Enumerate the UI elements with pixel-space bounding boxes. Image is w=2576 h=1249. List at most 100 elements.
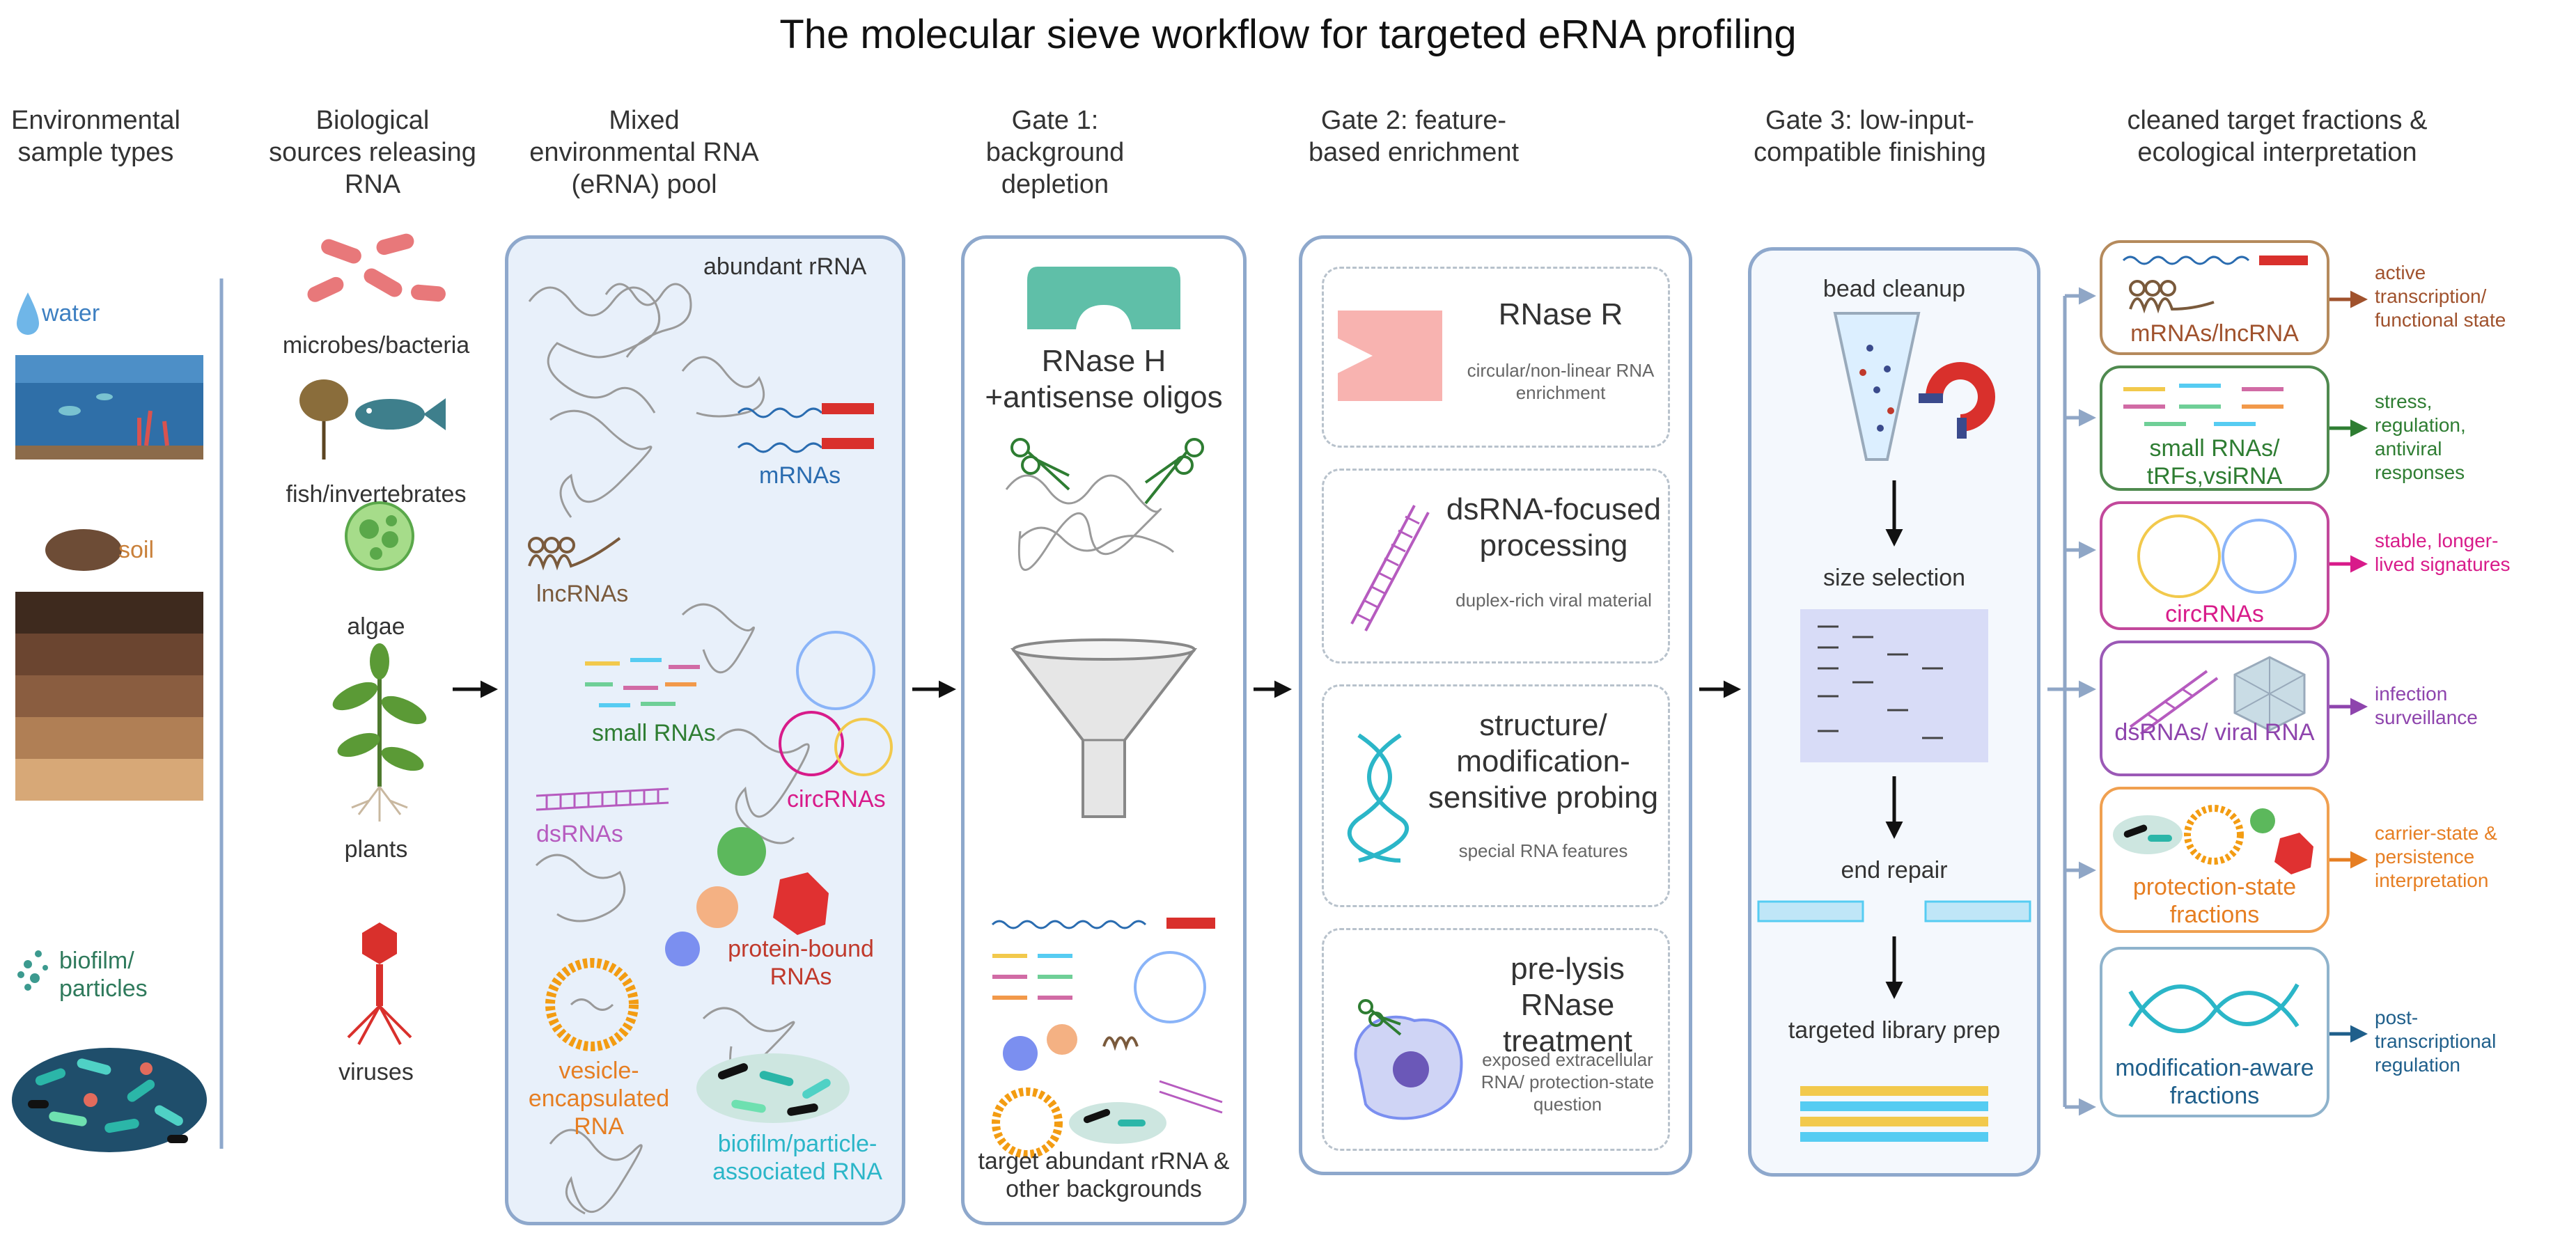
header-gate2: Gate 2: feature-based enrichment [1308,106,1520,167]
output-box-modification: modification-aware fractions [2100,947,2329,1117]
header-sources: Biological sources releasing RNA [269,106,476,199]
virus-icon [347,922,412,1045]
gate3-graphics [1757,312,2031,1142]
header-gate3: Gate 3: low-input-compatible finishing [1754,106,1986,167]
algae-icon [345,501,414,571]
interp-label-1: active transcription/ functional state [2375,262,2506,331]
interp-label-2: stress, regulation, antiviral responses [2375,391,2466,483]
magnet-icon [1919,362,1995,439]
gate1-target-label: target abundant rRNA & other backgrounds [978,1148,1230,1202]
source-label-microbes: microbes/bacteria [282,332,470,359]
dsrna-virus-icon [2129,656,2306,735]
source-label-fish: fish/invertebrates [286,481,467,508]
bacteria-icon [307,233,446,302]
output-box-mrna: mRNAs/lncRNA [2100,240,2329,355]
erna-pool-panel: abundant rRNA mRNAs lncRNAs small RNAs c… [505,235,905,1225]
lncrna-hairpins [528,537,621,571]
output-box-circrna: circRNAs [2100,501,2329,630]
biofilm-particles-icon [17,950,48,991]
pool-label-small: small RNAs [592,720,716,746]
soil-profile [15,592,203,801]
filter-funnel-icon [1010,638,1198,818]
pool-label-mrna: mRNAs [759,462,841,489]
pool-label-vesicle: vesicle-encapsulated RNA [528,1058,670,1140]
gate1-panel: RNase H +antisense oligos target abundan… [961,235,1247,1225]
gate2-panel: RNase R circular/non-linear RNA enrichme… [1299,235,1692,1175]
gate3-step-repair: end repair [1841,857,1948,883]
interp-label-6: post-transcriptional regulation [2375,1007,2497,1076]
output-box-small-rna: small RNAs/ tRFs,vsiRNA [2100,366,2329,491]
gate2-box3-title: structure/ modification-sensitive probin… [1428,708,1659,815]
header-gate1: Gate 1: background depletion [985,106,1125,199]
pool-label-biofilm: biofilm/particle-associated RNA [712,1131,882,1185]
fan-out-arrows [2047,287,2096,1116]
gel-icon [1800,609,1988,762]
output-label-small-rna: small RNAs/ tRFs,vsiRNA [2146,435,2283,489]
source-label-algae: algae [347,613,405,640]
biofilm-mat [12,1048,207,1152]
output-box-protection: protection-state fractions [2100,787,2329,933]
gate2-rnase-r-box: RNase R circular/non-linear RNA enrichme… [1322,267,1670,448]
sample-label-water: water [42,300,100,327]
gate3-step-bead: bead cleanup [1822,276,1966,302]
scissors-icon [1010,438,1204,505]
gate1-graphics [991,267,1223,1158]
mrna-lncrna-icon [2122,256,2308,314]
biofilm-particle-cluster [696,1053,850,1123]
dsrna-ladder-icon [1350,505,1430,631]
output-label-circrna: circRNAs [2165,601,2264,627]
pool-label-protein: protein-bound RNAs [728,936,874,990]
cell-lysis-icon [1354,999,1463,1120]
modified-rna-helix-icon [2128,983,2300,1034]
filtered-rna-mix [991,918,1223,1158]
interp-label-3: stable, longer-lived signatures [2375,530,2511,575]
circrna-loops [779,631,893,776]
small-rna-fragments [585,658,700,707]
output-label-protection: protection-state fractions [2132,874,2297,928]
diagram-title: The molecular sieve workflow for targete… [779,12,1797,57]
bead-tube-icon [1833,312,1921,461]
output-label-modification: modification-aware fractions [2115,1055,2314,1109]
gate2-probing-box: structure/ modification-sensitive probin… [1322,684,1670,907]
interp-label-4: infection surveillance [2375,683,2478,728]
rrna-tangles [528,283,810,1215]
gate2-box3-desc: special RNA features [1458,840,1628,861]
end-repair-icon [1757,900,2031,922]
header-sample-types: Environmental sample types [11,106,180,167]
protection-state-icon [2113,805,2313,874]
plant-icon [332,643,427,822]
gate1-reagent-label: RNase H +antisense oligos [985,344,1223,414]
circrna-icon [2137,514,2297,598]
pool-label-rrna: abundant rRNA [703,253,867,280]
gate2-box2-desc: duplex-rich viral material [1455,590,1652,611]
dsrna-ladder [536,787,669,811]
output-label-dsrna: dsRNAs/ viral RNA [2114,719,2315,746]
erna-pool-graphics [528,283,893,1215]
gate2-box4-desc: exposed extracellular RNA/ protection-st… [1481,1049,1655,1115]
source-label-plants: plants [344,836,408,863]
soil-mound-icon [45,529,122,571]
vesicle-graphic [545,958,639,1051]
source-label-viruses: viruses [338,1059,414,1085]
gate2-box1-desc: circular/non-linear RNA enrichment [1467,360,1655,403]
sample-label-soil: soil [118,537,155,563]
gate3-step-size: size selection [1822,565,1966,591]
sample-column-graphics [12,278,224,1152]
header-outputs: cleaned target fractions & ecological in… [2127,106,2428,167]
water-drop-icon [17,292,39,335]
gate3-step-library: targeted library prep [1788,1017,2001,1044]
pool-label-ds: dsRNAs [536,821,623,847]
output-label-mrna: mRNAs/lncRNA [2130,320,2299,347]
rnase-r-enzyme-icon [1338,311,1442,401]
fish-icon [355,398,446,430]
gate2-dsrna-box: dsRNA-focused processing duplex-rich vir… [1322,469,1670,663]
gate3-panel: bead cleanup size selection end repair t… [1748,247,2040,1177]
protein-blobs [665,827,829,966]
rrna-with-oligos [1005,474,1175,571]
gate2-prelysis-box: pre-lysis RNase treatment exposed extrac… [1322,928,1670,1151]
pool-label-lncrna: lncRNAs [536,581,629,607]
pool-label-circ: circRNAs [787,786,886,812]
